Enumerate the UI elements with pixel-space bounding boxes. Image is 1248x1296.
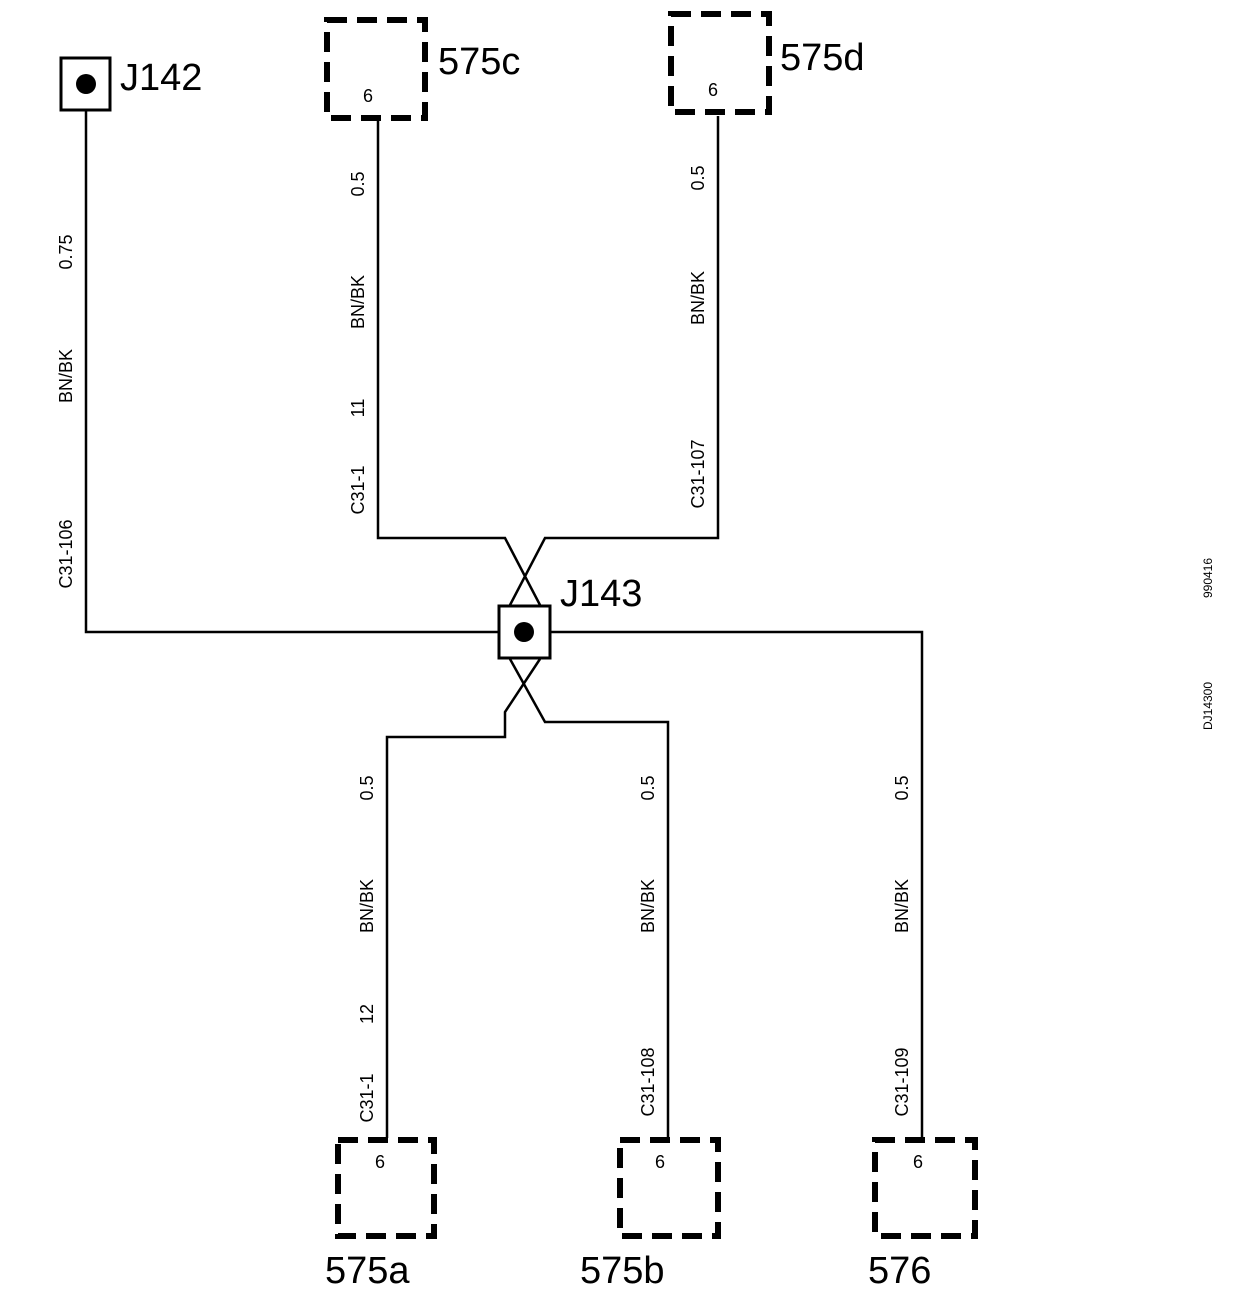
wire-575c	[376, 120, 542, 606]
wire-575c-pin-ref: 11	[348, 399, 368, 418]
connector-575d-label: 575d	[780, 37, 865, 79]
splice-j142: J142	[59, 56, 202, 112]
wire-575a-circuit: C31-1	[357, 1073, 377, 1122]
wire-j142-circuit: C31-106	[56, 519, 76, 588]
connector-576-pin: 6	[913, 1152, 923, 1172]
wire-j142-labels: 0.75 BN/BK C31-106	[56, 234, 76, 588]
wire-576-color: BN/BK	[892, 879, 912, 933]
connector-576-box	[872, 1137, 978, 1239]
connector-575b-box	[617, 1137, 721, 1239]
connector-575a-label: 575a	[325, 1250, 410, 1292]
connector-576: 6 576	[868, 1137, 978, 1292]
wire-575a-pin-ref: 12	[357, 1004, 377, 1024]
wire-575a-labels: 0.5 BN/BK 12 C31-1	[357, 775, 377, 1122]
wires	[84, 110, 924, 1138]
splice-j143: J143	[497, 573, 642, 660]
wire-575c-color: BN/BK	[348, 275, 368, 329]
wire-575d-color: BN/BK	[688, 271, 708, 325]
connector-575b: 6 575b	[580, 1137, 721, 1292]
wire-575a-size: 0.5	[357, 775, 377, 800]
wire-575b-size: 0.5	[638, 775, 658, 800]
connector-575c-box	[324, 17, 428, 121]
wire-575c-circuit: C31-1	[348, 465, 368, 514]
connector-575c: 6 575c	[324, 17, 520, 121]
splice-j142-dot	[76, 74, 96, 94]
connector-575a-box	[335, 1137, 437, 1239]
wire-576-size: 0.5	[892, 775, 912, 800]
wire-576	[550, 630, 924, 1138]
wire-575a	[385, 658, 542, 1138]
reference-code-bottom: DJ14300	[1201, 682, 1215, 730]
wire-575a-color: BN/BK	[357, 879, 377, 933]
wire-575d-circuit: C31-107	[688, 439, 708, 508]
wire-575b-labels: 0.5 BN/BK C31-108	[638, 775, 658, 1116]
wire-575b-color: BN/BK	[638, 879, 658, 933]
wire-575d	[508, 116, 720, 606]
wire-575c-size: 0.5	[348, 171, 368, 196]
connector-576-label: 576	[868, 1250, 931, 1292]
connector-575a-pin: 6	[375, 1152, 385, 1172]
connector-575c-pin: 6	[363, 86, 373, 106]
splice-j143-dot	[514, 622, 534, 642]
reference-codes: 990416 DJ14300	[1201, 558, 1215, 730]
wire-j142	[84, 110, 500, 634]
connector-575d-pin: 6	[708, 80, 718, 100]
wire-j142-color: BN/BK	[56, 349, 76, 403]
connector-575c-label: 575c	[438, 41, 520, 83]
wire-575b-circuit: C31-108	[638, 1047, 658, 1116]
reference-code-top: 990416	[1201, 558, 1215, 598]
wire-575c-labels: 0.5 BN/BK 11 C31-1	[348, 171, 368, 514]
connector-575d: 6 575d	[668, 11, 865, 115]
splice-j143-label: J143	[560, 573, 642, 615]
wire-576-labels: 0.5 BN/BK C31-109	[892, 775, 912, 1116]
splice-j142-box	[59, 56, 112, 112]
connector-575d-box	[668, 11, 772, 115]
wire-575d-size: 0.5	[688, 165, 708, 190]
connector-575a: 6 575a	[325, 1137, 437, 1292]
wire-576-circuit: C31-109	[892, 1047, 912, 1116]
wire-575b	[508, 658, 670, 1138]
connector-575b-pin: 6	[655, 1152, 665, 1172]
splice-j142-label: J142	[120, 57, 202, 99]
wire-j142-size: 0.75	[56, 234, 76, 269]
connector-575b-label: 575b	[580, 1250, 665, 1292]
wire-575d-labels: 0.5 BN/BK C31-107	[688, 165, 708, 508]
